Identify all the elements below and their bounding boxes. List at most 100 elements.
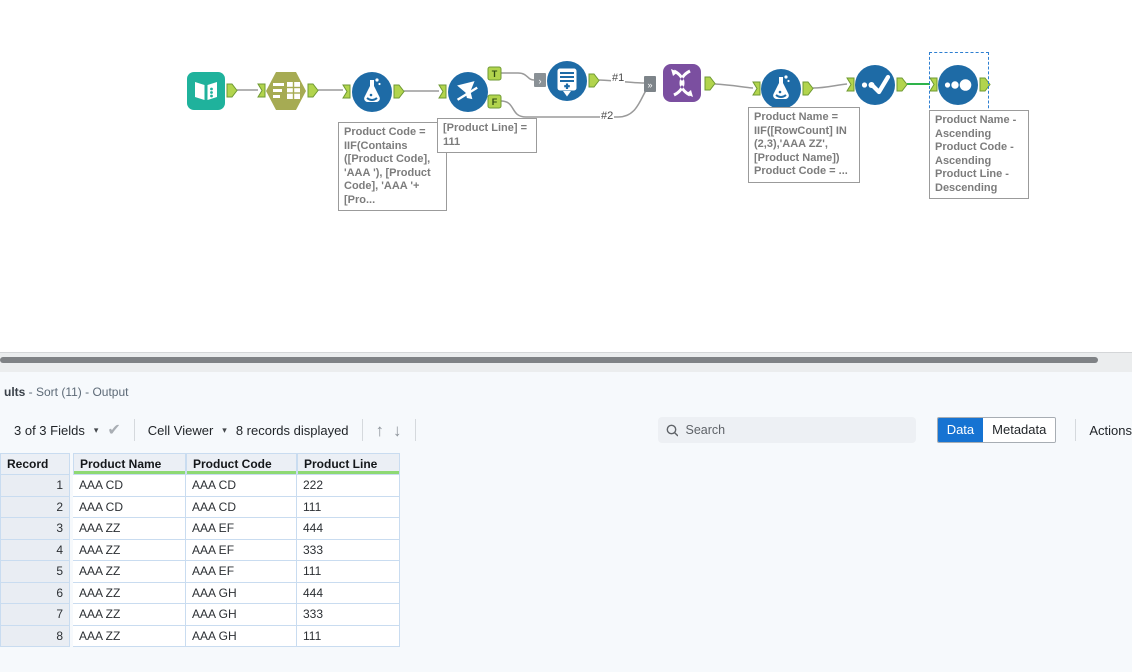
- table-cell[interactable]: AAA ZZ: [73, 625, 186, 647]
- input-anchor[interactable]: [929, 77, 938, 92]
- double-chevron-icon: »: [647, 80, 652, 90]
- header-label: Product Code: [193, 457, 272, 471]
- filter-false-label: F: [492, 97, 498, 107]
- union-icon: [663, 64, 701, 102]
- record-number: 8: [0, 625, 70, 647]
- input-anchor[interactable]: [257, 83, 266, 98]
- output-anchor[interactable]: [588, 73, 600, 88]
- actions-menu[interactable]: Actions: [1089, 422, 1132, 438]
- table-cell[interactable]: 222: [297, 475, 400, 497]
- records-displayed-label: 8 records displayed: [235, 422, 349, 438]
- record-number: 4: [0, 539, 70, 561]
- annotation-sort[interactable]: Product Name - Ascending Product Code - …: [929, 110, 1029, 199]
- chevron-icon: ›: [539, 76, 542, 86]
- select-fields-check-icon[interactable]: ✔: [107, 422, 121, 439]
- tab-data[interactable]: Data: [937, 418, 984, 442]
- table-cell[interactable]: AAA GH: [186, 604, 297, 626]
- panel-splitter[interactable]: [0, 352, 1132, 373]
- table-cell[interactable]: AAA ZZ: [73, 518, 186, 540]
- table-cell[interactable]: 111: [297, 496, 400, 518]
- connection-true[interactable]: [501, 72, 535, 81]
- input-anchor[interactable]: [342, 84, 351, 99]
- chevron-down-icon[interactable]: ▾: [93, 424, 99, 435]
- annotation-formula2[interactable]: Product Name = IIF([RowCount] IN (2,3),'…: [748, 107, 860, 183]
- table-cell[interactable]: AAA CD: [186, 475, 297, 497]
- record-number: 3: [0, 518, 70, 540]
- column-header-product-name[interactable]: Product Name: [73, 454, 186, 475]
- input-anchor[interactable]: [846, 77, 855, 92]
- unique-check-icon: [855, 65, 895, 105]
- column-header-product-code[interactable]: Product Code: [186, 454, 297, 475]
- fields-summary-dropdown[interactable]: 3 of 3 Fields: [14, 422, 85, 438]
- arrow-up-icon[interactable]: ↑: [375, 420, 385, 440]
- search-box[interactable]: [657, 417, 916, 443]
- table-cell[interactable]: 333: [297, 604, 400, 626]
- filter-false-anchor[interactable]: [487, 94, 502, 109]
- output-anchor[interactable]: [307, 83, 319, 98]
- divider: [361, 419, 363, 441]
- union-tool[interactable]: [662, 63, 702, 108]
- arrow-down-icon[interactable]: ↓: [393, 420, 402, 440]
- splitter-handle[interactable]: [0, 357, 1098, 363]
- output-anchor[interactable]: [226, 83, 238, 98]
- string-type-underline: [298, 471, 399, 474]
- table-cell[interactable]: AAA EF: [186, 539, 297, 561]
- unique-tool[interactable]: [854, 64, 896, 111]
- input-data-tool[interactable]: [186, 71, 226, 116]
- table-cell[interactable]: AAA ZZ: [73, 539, 186, 561]
- table-cell[interactable]: AAA CD: [73, 496, 186, 518]
- divider: [1075, 419, 1077, 441]
- table-cell[interactable]: AAA CD: [186, 496, 297, 518]
- search-input[interactable]: [683, 422, 908, 438]
- table-cell[interactable]: AAA EF: [186, 518, 297, 540]
- header-label: Product Name: [80, 457, 162, 471]
- tab-metadata[interactable]: Metadata: [983, 418, 1056, 442]
- record-number: 6: [0, 582, 70, 604]
- connection-label-2: #2: [600, 110, 615, 122]
- table-cell[interactable]: 111: [297, 561, 400, 583]
- multi-input-marker-icon[interactable]: [644, 76, 656, 92]
- sort-dots-icon: [938, 65, 978, 105]
- output-anchor[interactable]: [704, 76, 716, 91]
- column-header-product-line[interactable]: Product Line: [297, 454, 400, 475]
- table-cell[interactable]: AAA ZZ: [73, 604, 186, 626]
- filter-tool[interactable]: [447, 71, 489, 118]
- table-cell[interactable]: AAA GH: [186, 625, 297, 647]
- table-cell[interactable]: 444: [297, 582, 400, 604]
- formula-tool-2[interactable]: [760, 68, 802, 115]
- input-marker-icon[interactable]: [534, 73, 546, 87]
- table-cell[interactable]: 333: [297, 539, 400, 561]
- table-cell[interactable]: AAA GH: [186, 582, 297, 604]
- column-header-record[interactable]: Record: [0, 454, 70, 475]
- cell-viewer-dropdown[interactable]: Cell Viewer: [147, 422, 214, 438]
- formula-tool-1[interactable]: [351, 71, 393, 118]
- annotation-filter[interactable]: [Product Line] = 111: [437, 118, 537, 153]
- table-cell[interactable]: 111: [297, 625, 400, 647]
- text-input-tool[interactable]: [265, 70, 307, 117]
- table-cell[interactable]: AAA CD: [73, 475, 186, 497]
- output-anchor[interactable]: [979, 77, 991, 92]
- table-cell[interactable]: AAA EF: [186, 561, 297, 583]
- results-panel: ults - Sort (11) - Output 3 of 3 Fields …: [0, 372, 1132, 672]
- output-anchor[interactable]: [896, 77, 908, 92]
- generate-rows-icon: [547, 61, 587, 101]
- input-anchor[interactable]: [752, 81, 761, 96]
- string-type-underline: [187, 471, 296, 474]
- divider: [133, 419, 135, 441]
- connection[interactable]: [714, 83, 754, 89]
- output-anchor[interactable]: [393, 84, 405, 99]
- input-anchor[interactable]: [438, 84, 447, 99]
- record-column: Record 1 2 3 4 5 6 7 8: [0, 453, 70, 647]
- table-cell[interactable]: AAA ZZ: [73, 582, 186, 604]
- connection-2[interactable]: [500, 85, 651, 118]
- table-cell[interactable]: 444: [297, 518, 400, 540]
- filter-true-anchor[interactable]: [487, 66, 502, 81]
- generate-rows-tool[interactable]: [546, 60, 588, 107]
- sort-tool[interactable]: [937, 64, 979, 111]
- connection[interactable]: [812, 83, 848, 89]
- annotation-formula1[interactable]: Product Code = IIF(Contains ([Product Co…: [338, 122, 447, 211]
- workflow-canvas[interactable]: T F › » #1 #2: [0, 0, 1132, 352]
- chevron-down-icon[interactable]: ▾: [222, 424, 227, 435]
- output-anchor[interactable]: [802, 81, 814, 96]
- table-cell[interactable]: AAA ZZ: [73, 561, 186, 583]
